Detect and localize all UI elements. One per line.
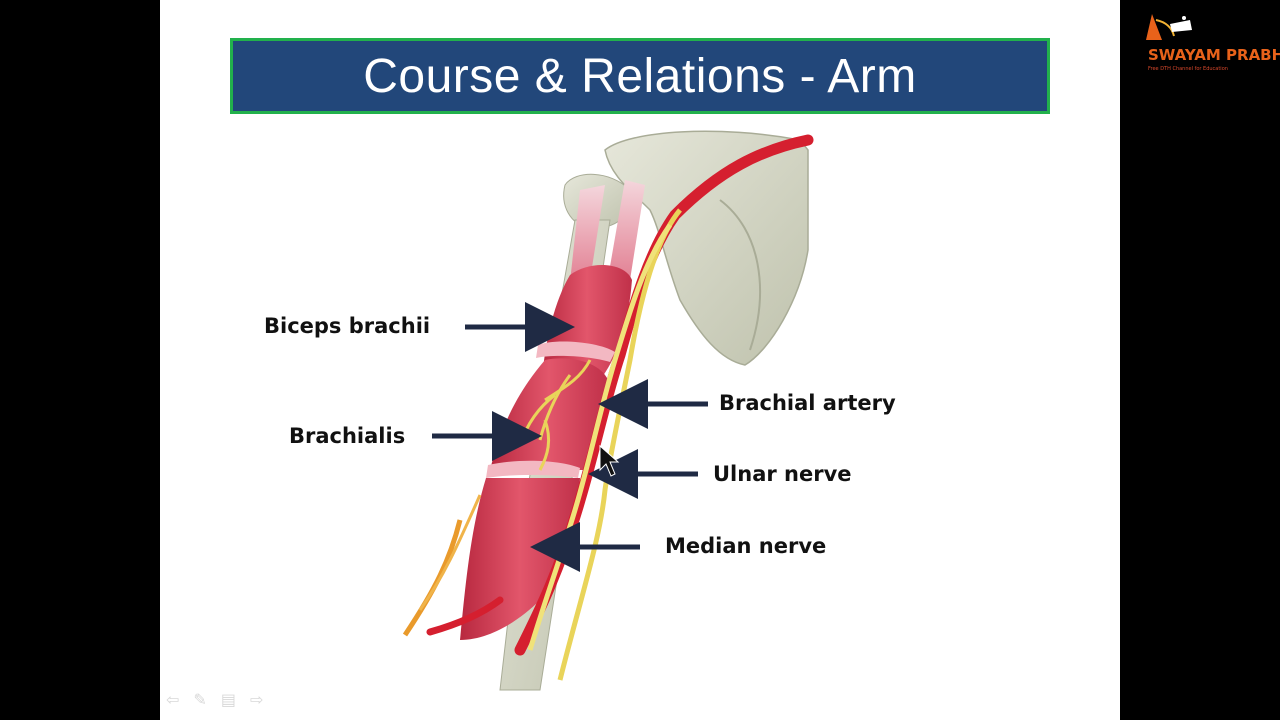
- label-ulnar-nerve: Ulnar nerve: [713, 462, 852, 486]
- pen-icon[interactable]: ✎: [193, 692, 207, 709]
- title-banner: Course & Relations - Arm: [230, 38, 1050, 114]
- radial-nerve-path: [402, 519, 463, 637]
- slide: Course & Relations - Arm: [160, 0, 1120, 720]
- biceps-tendon: [570, 185, 605, 282]
- scapula-bone: [604, 130, 809, 366]
- forearm-muscles: [460, 478, 580, 640]
- channel-logo: SWAYAM PRABHA Free DTH Channel for Educa…: [1140, 10, 1280, 80]
- prev-arrow-icon[interactable]: ⇦: [166, 692, 180, 709]
- label-median-nerve: Median nerve: [665, 534, 827, 558]
- arm-anatomy-illustration: [402, 130, 814, 691]
- menu-icon[interactable]: ▤: [220, 692, 236, 709]
- slideshow-nav: ⇦ ✎ ▤ ⇨: [166, 690, 263, 710]
- artery-branch: [426, 596, 504, 636]
- biceps-tendon-short: [608, 180, 645, 280]
- logo-emblem-icon: [1146, 14, 1192, 40]
- logo-name: SWAYAM PRABHA: [1148, 46, 1280, 64]
- mouse-cursor-icon: [599, 444, 620, 477]
- next-arrow-icon[interactable]: ⇨: [249, 692, 264, 709]
- label-brachialis: Brachialis: [289, 424, 406, 448]
- page-title: Course & Relations - Arm: [363, 49, 917, 103]
- label-brachial-artery: Brachial artery: [719, 391, 896, 415]
- ulnar-nerve-path: [557, 208, 682, 681]
- label-biceps-brachii: Biceps brachii: [264, 314, 431, 338]
- median-nerve-path: [527, 223, 673, 651]
- logo-tagline: Free DTH Channel for Education: [1148, 66, 1228, 72]
- lateral-nerve-branch: [418, 494, 482, 611]
- brachialis-cut: [486, 460, 580, 478]
